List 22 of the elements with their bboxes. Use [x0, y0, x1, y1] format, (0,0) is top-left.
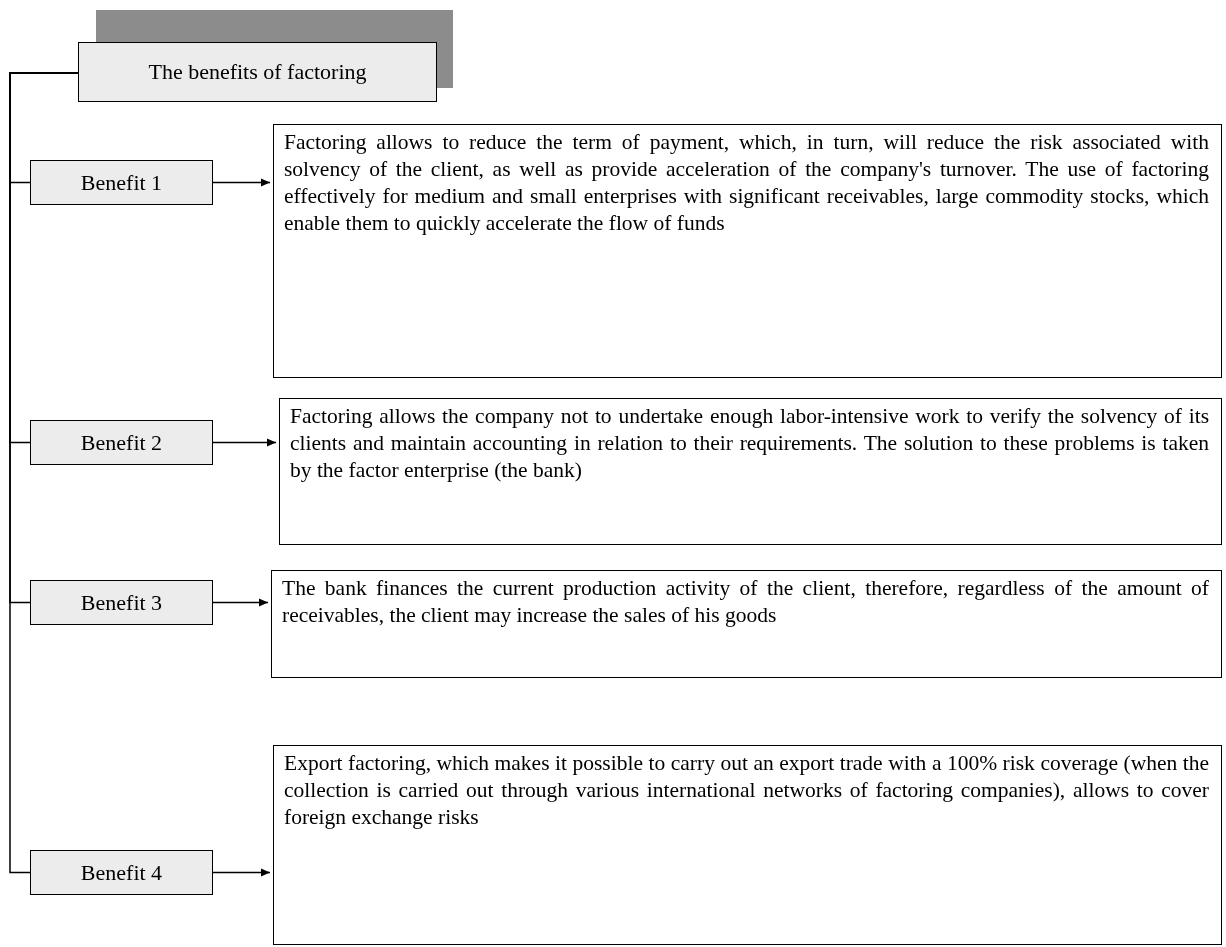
description-text: Factoring allows the company not to undertake enough labor-intensive work to verify the solvency of its clients and maintain accounting in relation to their requirements. The solution to these problems is taken by the factor enterprise (the bank): [290, 403, 1209, 484]
description-box: [271, 570, 1222, 678]
description-text: The bank finances the current production activity of the client, therefore, regardless of the amount of receivables, the client may increase the sales of his goods: [282, 575, 1209, 629]
box-label: Benefit 1: [80, 169, 163, 196]
title-box: [78, 42, 437, 102]
arrow: [212, 438, 277, 447]
benefit-box: [30, 580, 213, 625]
description-box: [273, 745, 1222, 945]
description-text: Export factoring, which makes it possible to carry out an export trade with a 100% risk coverage (when the collection is carried out through various international networks of factoring companies), allows to cover foreign exchange risks: [284, 750, 1209, 831]
description-box: [273, 124, 1222, 378]
box-label: The benefits of factoring: [148, 59, 367, 85]
description-text: Factoring allows to reduce the term of payment, which, in turn, will reduce the risk associated with solvency of the client, as well as provide acceleration of the company's turnover. The use of factoring effectively for medium and small enterprises with significant receivables, large commodity stocks, which enable them to quickly accelerate the flow of funds: [284, 129, 1209, 237]
benefit-box: [30, 850, 213, 895]
benefit-box: [30, 420, 213, 465]
arrow: [212, 178, 271, 187]
arrow: [212, 598, 269, 607]
benefit-box: [30, 160, 213, 205]
box-label: Benefit 4: [80, 859, 163, 886]
box-label: Benefit 3: [80, 589, 163, 616]
box-label: Benefit 2: [80, 429, 163, 456]
arrow: [212, 868, 271, 877]
description-box: [279, 398, 1222, 545]
